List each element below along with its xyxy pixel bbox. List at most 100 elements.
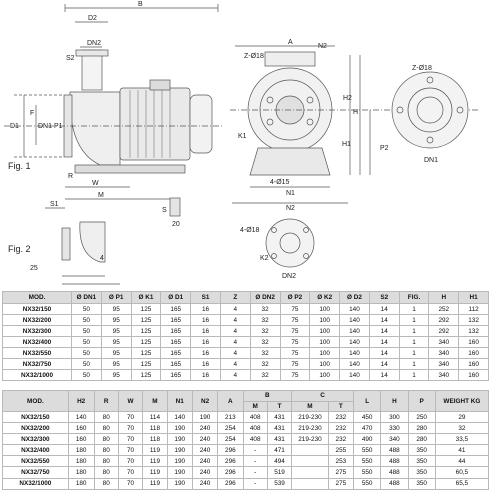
model-cell: NX32/400 xyxy=(1,336,73,348)
table-cell: 255 xyxy=(327,444,355,457)
header-cell: Ø K1 xyxy=(130,291,162,304)
dim-label: 20 xyxy=(172,221,180,228)
drawing-labels: Fig. 1 Fig. 2 B D2 DN2 S2 F D1 DN1 P1 R … xyxy=(8,1,438,280)
table-cell: 250 xyxy=(407,410,436,424)
dim-label: W xyxy=(92,180,99,187)
table-cell: 340 xyxy=(428,369,460,381)
model-cell: NX32/150 xyxy=(1,303,73,315)
table-cell: 488 xyxy=(380,466,409,479)
table-cell: 431 xyxy=(266,433,293,446)
table-cell: 32 xyxy=(249,325,281,337)
table-cell: 1 xyxy=(398,347,430,359)
table-cell: 75 xyxy=(279,325,311,337)
dim-label: 4-Ø15 xyxy=(270,179,290,186)
table-cell: 16 xyxy=(190,369,221,381)
table-cell: 14 xyxy=(368,336,400,348)
table-cell: 350 xyxy=(407,466,436,479)
table-cell: - xyxy=(242,444,268,457)
table-cell: 50 xyxy=(71,358,102,370)
table-cell: 470 xyxy=(353,422,382,435)
table-cell: 119 xyxy=(142,444,168,457)
dim-label: N1 xyxy=(286,190,295,197)
header-cell: MOD. xyxy=(2,390,69,412)
table-cell: 219-230 xyxy=(291,422,329,435)
table-cell: 140 xyxy=(339,303,370,315)
table-cell: 190 xyxy=(166,433,193,446)
table-cell: 44 xyxy=(434,455,490,468)
header-cell: M xyxy=(242,400,268,412)
table-cell: 340 xyxy=(428,336,460,348)
table-cell: 280 xyxy=(407,433,436,446)
table-cell: 280 xyxy=(407,422,436,435)
table-cell: 240 xyxy=(191,477,219,490)
table-cell xyxy=(291,477,329,490)
table-cell: 80 xyxy=(93,410,119,424)
header-cell: M xyxy=(142,390,168,412)
table-cell: 75 xyxy=(279,314,311,326)
table-cell: 14 xyxy=(368,314,400,326)
header-cell: C xyxy=(291,390,355,402)
table-cell: 340 xyxy=(380,433,409,446)
table-cell: 50 xyxy=(71,325,102,337)
table-cell: 165 xyxy=(160,325,192,337)
table-cell: 75 xyxy=(279,369,311,381)
table-cell: 240 xyxy=(191,455,219,468)
header-cell: R xyxy=(93,390,119,412)
table-cell: 190 xyxy=(166,466,193,479)
table-cell: 296 xyxy=(217,477,244,490)
table-cell: 16 xyxy=(190,336,221,348)
table-cell: 125 xyxy=(130,369,162,381)
table-cell: 140 xyxy=(339,314,370,326)
table-cell: 160 xyxy=(458,347,489,359)
table-cell: 75 xyxy=(279,303,311,315)
table-header-row: MOD. H2 R W M N1 N2 A B C L H P WEIGHT K… xyxy=(2,390,490,412)
table-cell: 253 xyxy=(327,455,355,468)
table-cell: 100 xyxy=(309,325,341,337)
table-cell: 100 xyxy=(309,303,341,315)
table-cell: 16 xyxy=(190,358,221,370)
table-cell: 165 xyxy=(160,347,192,359)
table-cell: 350 xyxy=(407,444,436,457)
table-cell: 190 xyxy=(166,455,193,468)
dim-label: D1 xyxy=(10,123,19,130)
table-cell: 254 xyxy=(217,433,244,446)
table-cell: 112 xyxy=(458,303,489,315)
front-view-pump xyxy=(230,45,480,268)
table-cell: 300 xyxy=(380,410,409,424)
model-cell: NX32/550 xyxy=(1,347,73,359)
table-cell: 4 xyxy=(219,369,251,381)
table-cell: 180 xyxy=(67,455,95,468)
model-cell: NX32/400 xyxy=(2,444,69,457)
table-cell: 50 xyxy=(71,369,102,381)
table-cell: 140 xyxy=(339,347,370,359)
table-cell: 488 xyxy=(380,455,409,468)
table-cell: 240 xyxy=(191,422,219,435)
table-cell: 292 xyxy=(428,325,460,337)
table-cell: - xyxy=(242,455,268,468)
header-cell: Ø P2 xyxy=(279,291,311,304)
table-cell: 240 xyxy=(191,433,219,446)
table-cell: 160 xyxy=(458,336,489,348)
header-cell: WEIGHT KG xyxy=(434,390,490,412)
table-cell: 190 xyxy=(191,410,219,424)
table-cell: 114 xyxy=(142,410,168,424)
dim-label: D2 xyxy=(88,15,97,22)
header-cell: Ø P1 xyxy=(100,291,132,304)
dim-label: DN1 xyxy=(38,123,52,130)
table-cell: 450 xyxy=(353,410,382,424)
table-cell: 125 xyxy=(130,347,162,359)
dim-label: 4-Ø18 xyxy=(240,227,260,234)
table-cell: 296 xyxy=(217,444,244,457)
header-cell: N1 xyxy=(166,390,193,412)
table-cell: 118 xyxy=(142,422,168,435)
table-cell: 140 xyxy=(339,336,370,348)
table-cell: 240 xyxy=(191,444,219,457)
table-cell: 165 xyxy=(160,358,192,370)
table-cell: 140 xyxy=(67,410,95,424)
table-cell: 41 xyxy=(434,444,490,457)
header-cell: A xyxy=(217,390,244,412)
dim-label: N2 xyxy=(286,205,295,212)
